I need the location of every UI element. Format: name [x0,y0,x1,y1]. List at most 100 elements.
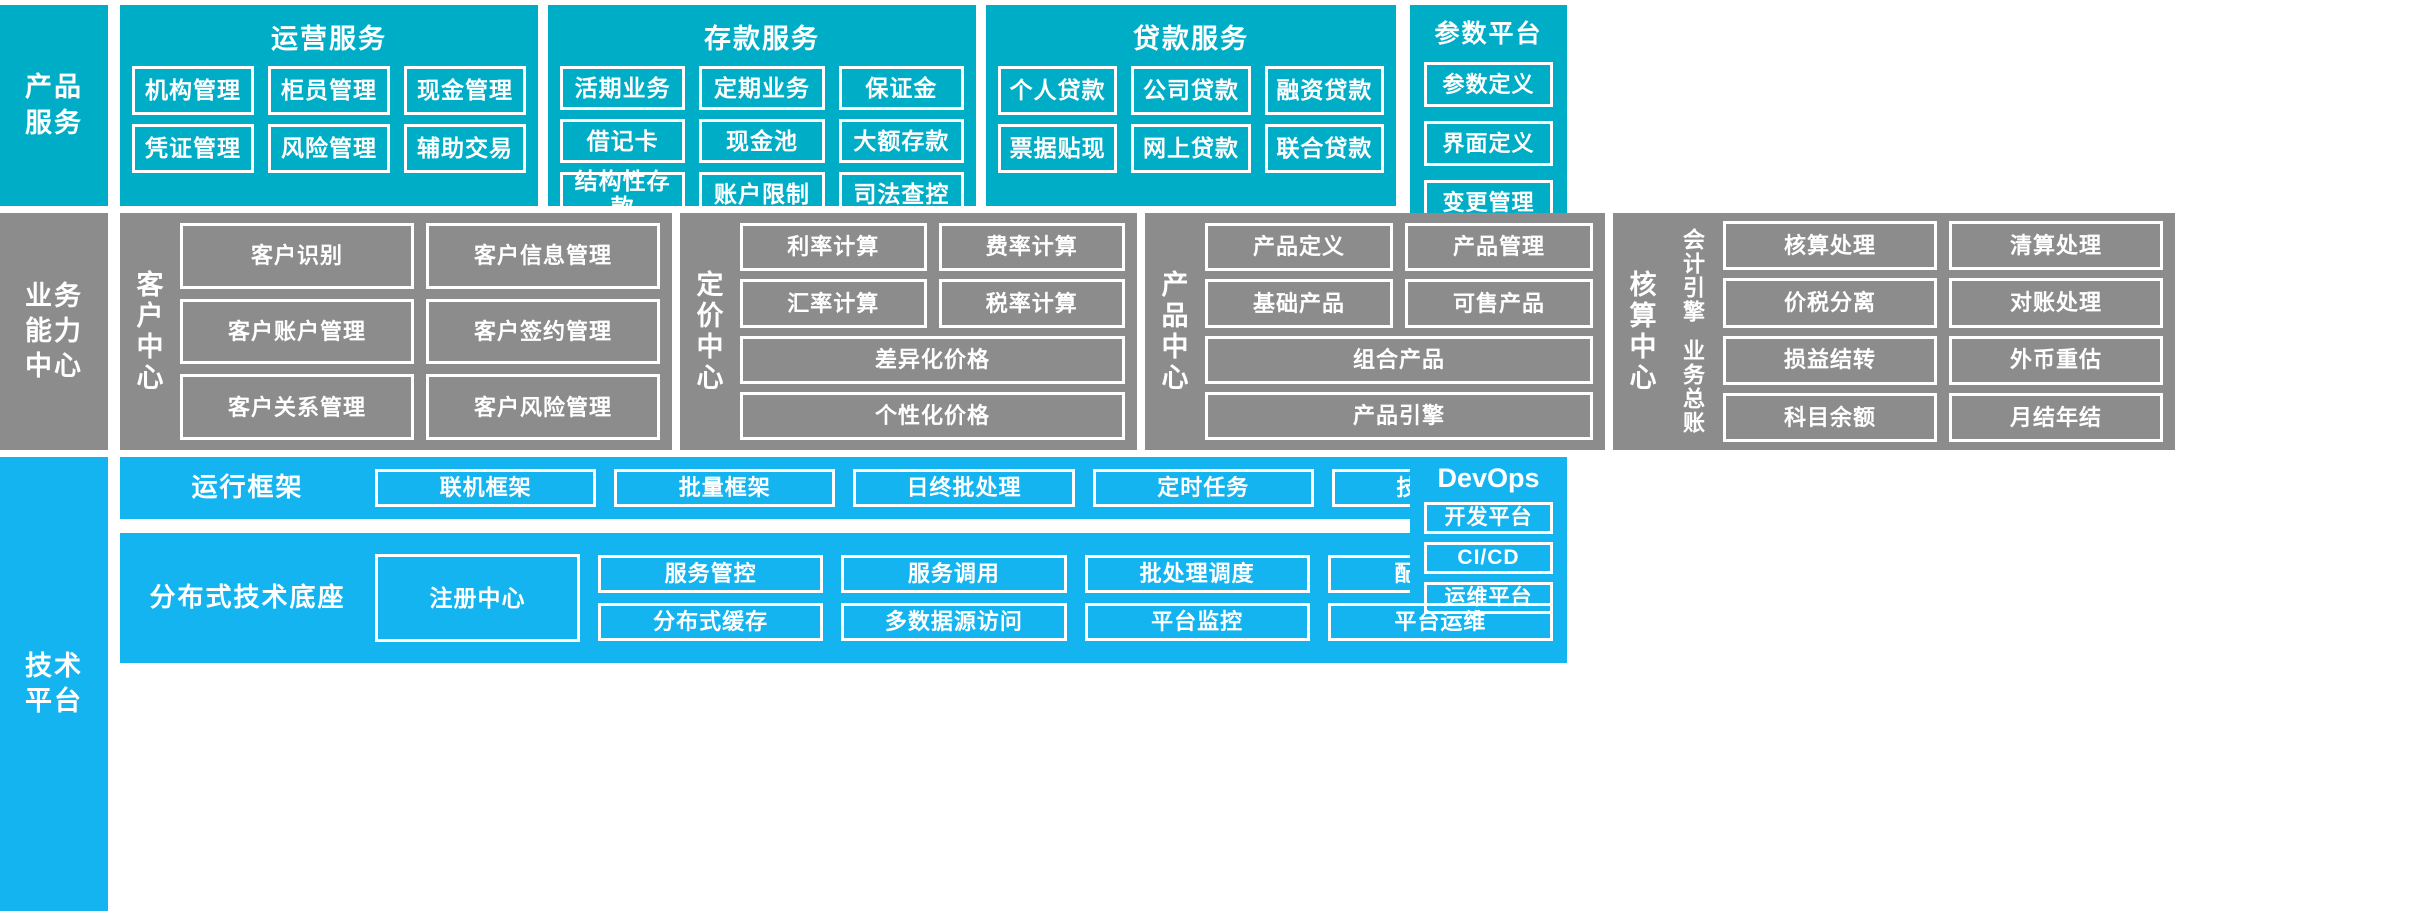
panel-body-pricing-center: 利率计算 费率计算 汇率计算 税率计算 差异化价格 个性化价格 [736,213,1137,450]
tile-account-balance[interactable]: 科目余额 [1723,392,1937,442]
panel-customer-center: 客户中心 客户识别 客户信息管理 客户账户管理 客户签约管理 客户关系管理 客户… [120,213,672,450]
tile-cash-management[interactable]: 现金管理 [404,66,526,115]
subgroup-title-accounting-engine: 会计引擎 [1680,228,1705,325]
panel-deposit-services: 存款服务 活期业务 定期业务 保证金 借记卡 现金池 大额存款 结构性存款 账户… [548,5,976,220]
tile-ci-cd[interactable]: CI/CD [1424,542,1553,574]
tile-service-invocation[interactable]: 服务调用 [841,555,1067,593]
panel-title-deposit-services: 存款服务 [704,24,820,54]
tile-customer-account-management[interactable]: 客户账户管理 [180,298,414,365]
tile-tax-rate-calc[interactable]: 税率计算 [938,279,1125,328]
band-title-runtime-framework: 运行框架 [191,472,304,503]
tile-foreign-currency-revaluation[interactable]: 外币重估 [1949,335,2163,385]
band-items-runtime-framework: 联机框架 批量框架 日终批处理 定时任务 技术组件 [375,469,1567,507]
tile-cash-pool[interactable]: 现金池 [699,119,825,163]
tile-bill-discount[interactable]: 票据贴现 [998,124,1118,173]
tile-price-tax-separation[interactable]: 价税分离 [1723,278,1937,328]
tile-interest-rate-calc[interactable]: 利率计算 [740,223,927,272]
tile-demand-business[interactable]: 活期业务 [560,66,686,110]
tile-fee-rate-calc[interactable]: 费率计算 [938,223,1125,272]
panel-pricing-center: 定价中心 利率计算 费率计算 汇率计算 税率计算 差异化价格 个性化价格 [680,213,1137,450]
tile-scheduled-task[interactable]: 定时任务 [1092,469,1314,507]
tile-corporate-loan[interactable]: 公司贷款 [1131,66,1251,115]
panel-items-operations-services: 机构管理 柜员管理 现金管理 凭证管理 风险管理 辅助交易 [120,56,538,185]
technical-platform-layer: 技术 平台 运行框架 联机框架 批量框架 日终批处理 定时任务 技术组件 分布式… [0,457,2423,919]
tile-ui-definition[interactable]: 界面定义 [1424,121,1553,166]
tile-profit-loss-carryover[interactable]: 损益结转 [1723,335,1937,385]
tile-ops-platform[interactable]: 运维平台 [1424,582,1553,614]
tile-judicial-control[interactable]: 司法查控 [838,172,964,216]
panel-body-product-center: 产品定义 产品管理 基础产品 可售产品 组合产品 产品引擎 [1201,213,1605,450]
tile-time-business[interactable]: 定期业务 [699,66,825,110]
tile-account-restriction[interactable]: 账户限制 [699,172,825,216]
business-label-line-3: 中心 [25,351,83,382]
tile-teller-management[interactable]: 柜员管理 [268,66,390,115]
panel-title-parameter-platform: 参数平台 [1434,20,1543,48]
panel-title-pricing-center: 定价中心 [692,269,723,394]
panel-title-product-center: 产品中心 [1157,269,1188,394]
tile-product-engine[interactable]: 产品引擎 [1205,391,1593,440]
tile-eod-batch-processing[interactable]: 日终批处理 [853,469,1075,507]
panel-title-operations-services: 运营服务 [271,24,387,54]
panel-title-devops: DevOps [1437,463,1540,493]
panel-title-accounting-center: 核算中心 [1625,269,1656,394]
tile-batch-scheduling[interactable]: 批处理调度 [1084,555,1310,593]
panel-body-customer-center: 客户识别 客户信息管理 客户账户管理 客户签约管理 客户关系管理 客户风险管理 [176,213,672,450]
product-services-layer: 产品 服务 运营服务 机构管理 柜员管理 现金管理 凭证管理 风险管理 辅助交易… [0,0,2423,450]
tile-sellable-product[interactable]: 可售产品 [1405,279,1593,328]
tile-exchange-rate-calc[interactable]: 汇率计算 [740,279,927,328]
tile-customer-risk-management[interactable]: 客户风险管理 [426,374,660,440]
tile-settlement-processing[interactable]: 清算处理 [1949,221,2163,271]
tile-development-platform[interactable]: 开发平台 [1424,502,1553,534]
tile-product-management[interactable]: 产品管理 [1405,223,1593,272]
tile-personalized-pricing[interactable]: 个性化价格 [740,391,1125,440]
tile-batch-framework[interactable]: 批量框架 [614,469,836,507]
panel-accounting-center: 核算中心 会计引擎 业务总账 核算处理 清算处理 价税分离 对账处理 损益结转 … [1613,213,2175,450]
tile-debit-card[interactable]: 借记卡 [560,119,686,163]
business-label-line-2: 能力 [25,315,83,346]
business-capability-layer: 业务 能力 中心 客户中心 客户识别 客户信息管理 客户账户管理 客户签约管理 … [0,213,2423,450]
panel-title-customer-center: 客户中心 [132,269,163,394]
tile-multi-datasource-access[interactable]: 多数据源访问 [841,603,1067,641]
panel-items-customer-center: 客户识别 客户信息管理 客户账户管理 客户签约管理 客户关系管理 客户风险管理 [180,223,660,440]
panel-devops: DevOps 开发平台 CI/CD 运维平台 [1410,457,1567,614]
panel-items-loan-services: 个人贷款 公司贷款 融资贷款 票据贴现 网上贷款 联合贷款 [986,56,1396,185]
tile-personal-loan[interactable]: 个人贷款 [998,66,1118,115]
tile-online-loan[interactable]: 网上贷款 [1131,124,1251,173]
tile-large-deposit[interactable]: 大额存款 [838,119,964,163]
layer-label-product-services: 产品 服务 [0,5,108,206]
panel-product-center: 产品中心 产品定义 产品管理 基础产品 可售产品 组合产品 产品引擎 [1145,213,1605,450]
tile-differentiated-pricing[interactable]: 差异化价格 [740,335,1125,384]
panel-loan-services: 贷款服务 个人贷款 公司贷款 融资贷款 票据贴现 网上贷款 联合贷款 [986,5,1396,206]
tile-platform-monitoring[interactable]: 平台监控 [1084,603,1310,641]
tile-accounting-processing[interactable]: 核算处理 [1723,221,1937,271]
tile-distributed-cache[interactable]: 分布式缓存 [598,603,824,641]
tile-bundled-product[interactable]: 组合产品 [1205,335,1593,384]
tile-financing-loan[interactable]: 融资贷款 [1264,66,1384,115]
tile-customer-contract-management[interactable]: 客户签约管理 [426,298,660,365]
layer-label-line-1: 产品 [25,72,83,103]
tile-reconciliation-processing[interactable]: 对账处理 [1949,278,2163,328]
tile-org-management[interactable]: 机构管理 [132,66,254,115]
tile-parameter-definition[interactable]: 参数定义 [1424,62,1553,107]
tile-customer-identification[interactable]: 客户识别 [180,223,414,289]
band-distributed-base: 分布式技术底座 注册中心 服务管控 服务调用 批处理调度 配置管理 分布式缓存 … [120,533,1567,663]
tile-basic-product[interactable]: 基础产品 [1205,279,1393,328]
panel-operations-services: 运营服务 机构管理 柜员管理 现金管理 凭证管理 风险管理 辅助交易 [120,5,538,206]
tile-risk-management[interactable]: 风险管理 [268,124,390,173]
tile-product-definition[interactable]: 产品定义 [1205,223,1393,272]
tile-margin-deposit[interactable]: 保证金 [838,66,964,110]
tile-online-framework[interactable]: 联机框架 [375,469,597,507]
tile-structured-deposit[interactable]: 结构性存款 [560,168,686,220]
accounting-subgroup-labels: 会计引擎 业务总账 [1669,221,1715,442]
tile-syndicated-loan[interactable]: 联合贷款 [1264,124,1384,173]
tile-month-year-end-closing[interactable]: 月结年结 [1949,392,2163,442]
tile-service-governance[interactable]: 服务管控 [598,555,824,593]
tile-customer-relationship-management[interactable]: 客户关系管理 [180,374,414,440]
panel-title-loan-services: 贷款服务 [1133,24,1249,54]
subgroup-title-business-ledger: 业务总账 [1680,338,1705,435]
tile-voucher-management[interactable]: 凭证管理 [132,124,254,173]
tile-registry-center[interactable]: 注册中心 [375,554,580,642]
tile-auxiliary-transaction[interactable]: 辅助交易 [404,124,526,173]
tile-customer-info-management[interactable]: 客户信息管理 [426,223,660,289]
